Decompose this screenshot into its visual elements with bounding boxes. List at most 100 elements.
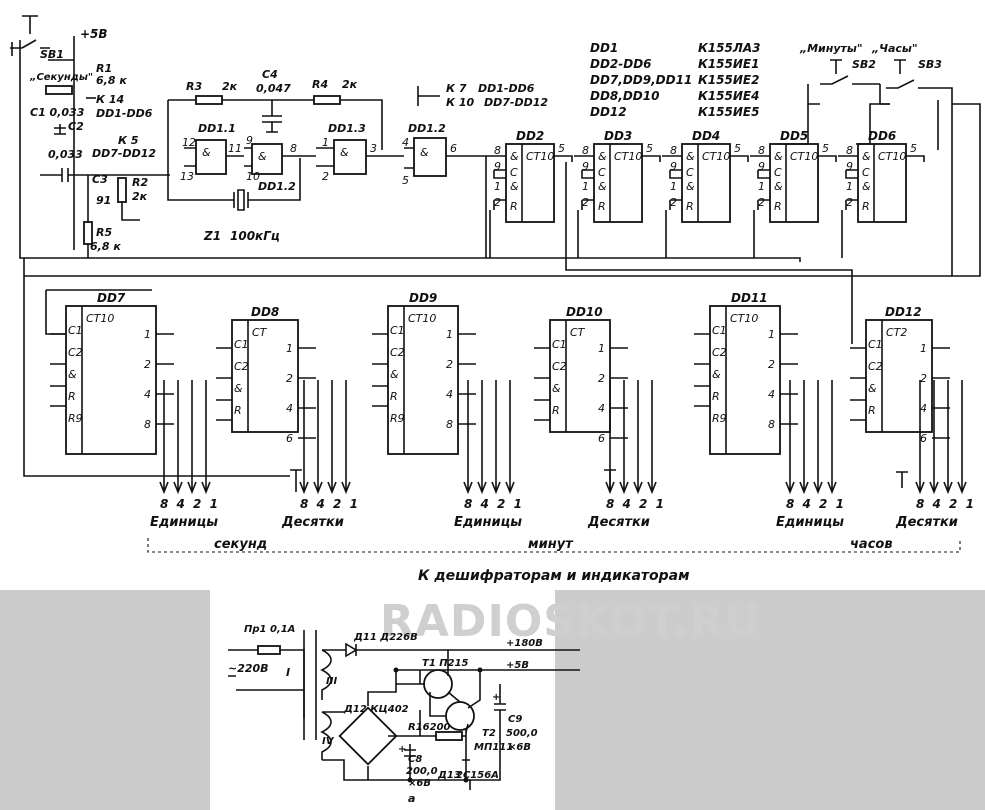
- svg-text:R: R: [68, 390, 76, 403]
- svg-text:4: 4: [598, 402, 605, 415]
- svg-text:8: 8: [290, 142, 297, 155]
- counter-name: DD12: [885, 305, 922, 319]
- gate-dd1-2b: & 4 5 6: [402, 136, 480, 187]
- svg-text:R: R: [862, 200, 870, 213]
- svg-text:2: 2: [920, 372, 927, 385]
- counter-name: DD3: [604, 129, 632, 143]
- legend-right-1: К155ЛА3: [698, 41, 760, 55]
- output-bits: 8 4 2 1: [300, 497, 358, 511]
- k10-label: К 10: [446, 96, 474, 109]
- svg-text:C2: C2: [68, 346, 83, 359]
- bridge-d12: [338, 706, 398, 766]
- r1-value: 6,8 к: [96, 74, 127, 87]
- z1-value: 100кГц: [230, 229, 280, 243]
- ground-bus: [19, 40, 801, 262]
- svg-text:C1: C1: [552, 338, 567, 351]
- psu: [228, 630, 580, 790]
- svg-text:2: 2: [322, 170, 329, 183]
- sb2-label: SB2: [852, 58, 876, 71]
- rc-feedback-line: [168, 99, 383, 150]
- r1-label: R1: [96, 62, 112, 75]
- svg-text:&: &: [598, 150, 607, 163]
- r4-value: 2к: [342, 78, 358, 91]
- svg-text:C: C: [862, 166, 870, 179]
- svg-text:2: 2: [494, 196, 501, 209]
- svg-text:&: &: [510, 150, 519, 163]
- c3-label: C3: [92, 173, 108, 186]
- plus5-psu-label: +5В: [506, 660, 529, 671]
- svg-text:1: 1: [322, 136, 329, 149]
- legend-left-3: DD7,DD9,DD11: [590, 73, 692, 87]
- diode-d11: [345, 642, 358, 658]
- counter-type: CT10: [408, 312, 436, 325]
- minuty-label: „Минуты": [799, 42, 863, 55]
- legend-left-4: DD8,DD10: [590, 89, 659, 103]
- svg-text:&: &: [868, 382, 877, 395]
- chasy-label: „Часы": [871, 42, 918, 55]
- svg-text:8: 8: [670, 144, 677, 157]
- counter-type: CT10: [790, 150, 818, 163]
- svg-text:C1: C1: [390, 324, 405, 337]
- c8-capacitor: [404, 744, 416, 780]
- r2-wire: [121, 202, 140, 221]
- sekund-label: секунд: [214, 537, 267, 552]
- svg-text:1: 1: [670, 180, 677, 193]
- minute-reset-wire: [565, 162, 853, 344]
- r3-value: 2к: [222, 80, 238, 93]
- gate-dd1-3: & 1 2 3: [316, 136, 404, 183]
- gate-dd1-1: & 12 13 11: [180, 136, 244, 183]
- output-label: Единицы: [454, 515, 522, 530]
- output-bits: 8 4 2 1: [606, 497, 664, 511]
- chasov-label: часов: [850, 537, 893, 552]
- counter-name: DD2: [516, 129, 544, 143]
- sb1-button: [10, 15, 50, 56]
- svg-text:5: 5: [402, 174, 409, 187]
- svg-text:C2: C2: [552, 360, 567, 373]
- svg-text:13: 13: [180, 170, 194, 183]
- svg-text:1: 1: [582, 180, 589, 193]
- svg-text:9: 9: [494, 160, 501, 173]
- svg-text:1: 1: [598, 342, 605, 355]
- svg-text:1: 1: [758, 180, 765, 193]
- svg-text:C2: C2: [868, 360, 883, 373]
- output-bits: 8 4 2 1: [786, 497, 844, 511]
- d11-label: Д11 Д226В: [353, 632, 418, 643]
- d13-value: 2С156А: [456, 770, 499, 781]
- svg-text:6: 6: [920, 432, 927, 445]
- dd11-label: DD1.1: [198, 122, 236, 135]
- svg-text:4: 4: [144, 388, 151, 401]
- svg-text:&: &: [202, 146, 211, 159]
- plus5v-label: +5В: [80, 27, 108, 41]
- svg-text:&: &: [258, 150, 267, 163]
- legend-left-1: DD1: [590, 41, 618, 55]
- svg-text:9: 9: [582, 160, 589, 173]
- svg-text:1: 1: [144, 328, 151, 341]
- transformer-core: [303, 630, 317, 740]
- c8-plus: +: [398, 744, 406, 755]
- plus180-label: +180В: [506, 638, 543, 649]
- k5-label: К 5: [118, 134, 139, 147]
- osc-left-wire: [167, 100, 228, 201]
- svg-text:4: 4: [286, 402, 293, 415]
- counter-name: DD7: [97, 291, 126, 305]
- c9-label: C9: [508, 714, 522, 725]
- dd12a-label: DD1.2: [258, 180, 296, 193]
- svg-text:&: &: [686, 180, 695, 193]
- counter-name: DD9: [409, 291, 437, 305]
- z1-label: Z1: [203, 229, 221, 243]
- svg-text:&: &: [774, 150, 783, 163]
- svg-text:2: 2: [768, 358, 775, 371]
- counter-name: DD5: [780, 129, 808, 143]
- output-label: Десятки: [587, 515, 650, 530]
- gray-band-right: [555, 590, 985, 810]
- svg-text:&: &: [340, 146, 349, 159]
- svg-text:6: 6: [450, 142, 457, 155]
- sekundy-label: „Секунды": [29, 72, 93, 83]
- output-bits: 8 4 2 1: [916, 497, 974, 511]
